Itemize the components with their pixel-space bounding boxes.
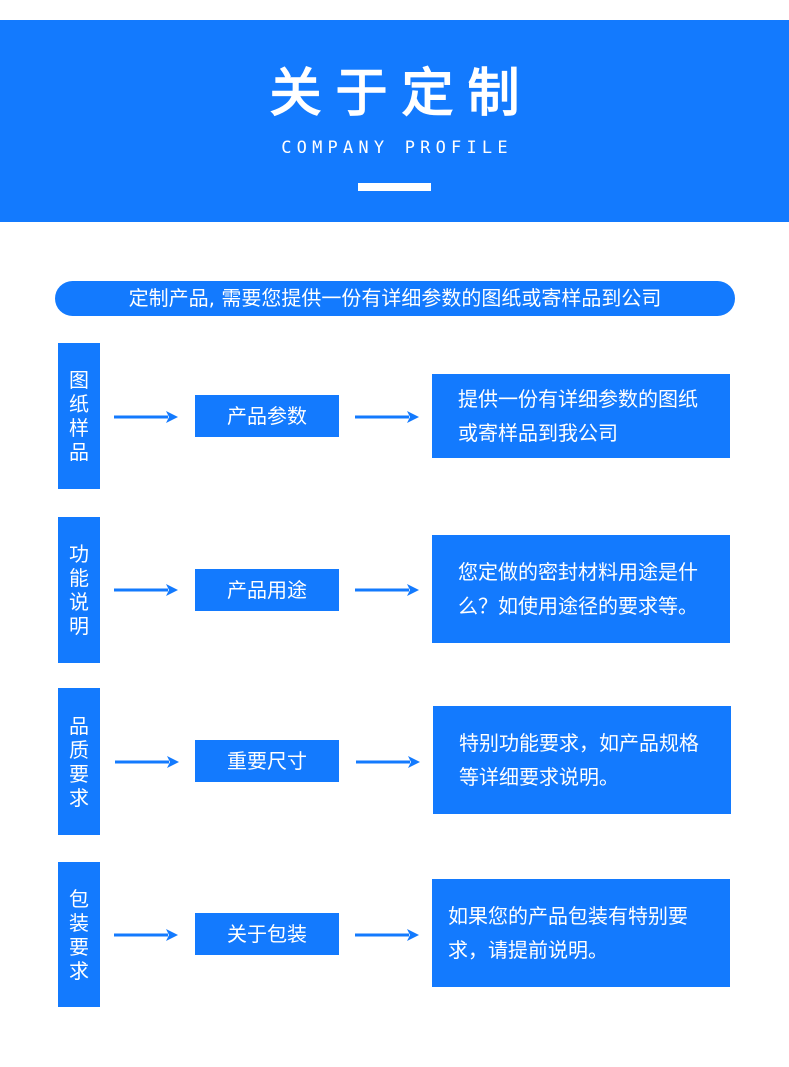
description-text: 您定做的密封材料用途是什么？如使用途径的要求等。 <box>458 560 698 618</box>
category-label: 功能说明 <box>69 542 89 638</box>
description-text: 如果您的产品包装有特别要求，请提前说明。 <box>448 904 688 962</box>
arrow-right-icon <box>114 411 178 423</box>
step-box-packaging: 关于包装 <box>195 913 339 955</box>
arrow-right-icon <box>355 584 419 596</box>
description-box: 如果您的产品包装有特别要求，请提前说明。 <box>432 879 730 987</box>
title-underline-divider <box>358 183 431 191</box>
category-label: 包装要求 <box>69 886 89 983</box>
category-bar-quality: 品质要求 <box>58 688 100 835</box>
category-label: 品质要求 <box>69 713 89 810</box>
arrow-right-icon <box>356 756 420 768</box>
category-bar-packaging: 包装要求 <box>58 862 100 1007</box>
page-title: 关于定制 <box>269 64 534 124</box>
header-banner: 关于定制 COMPANY PROFILE <box>0 20 789 222</box>
category-label: 图纸 样品 <box>69 368 89 464</box>
arrow-right-icon <box>355 929 419 941</box>
description-box: 提供一份有详细参数的图纸或寄样品到我公司 <box>432 374 730 458</box>
page-subtitle: COMPANY PROFILE <box>281 138 513 158</box>
arrow-right-icon <box>115 756 179 768</box>
arrow-right-icon <box>355 411 419 423</box>
description-box: 特别功能要求，如产品规格等详细要求说明。 <box>433 706 731 814</box>
description-text: 提供一份有详细参数的图纸或寄样品到我公司 <box>458 387 698 445</box>
step-box-product-usage: 产品用途 <box>195 569 339 611</box>
category-bar-drawings-samples: 图纸 样品 <box>58 343 100 489</box>
arrow-right-icon <box>114 929 178 941</box>
step-box-key-dimensions: 重要尺寸 <box>195 740 339 782</box>
arrow-right-icon <box>114 584 178 596</box>
description-box: 您定做的密封材料用途是什么？如使用途径的要求等。 <box>432 535 730 643</box>
step-box-product-parameters: 产品参数 <box>195 395 339 437</box>
category-bar-function: 功能说明 <box>58 517 100 663</box>
intro-banner: 定制产品, 需要您提供一份有详细参数的图纸或寄样品到公司 <box>55 281 735 316</box>
description-text: 特别功能要求，如产品规格等详细要求说明。 <box>459 731 699 789</box>
